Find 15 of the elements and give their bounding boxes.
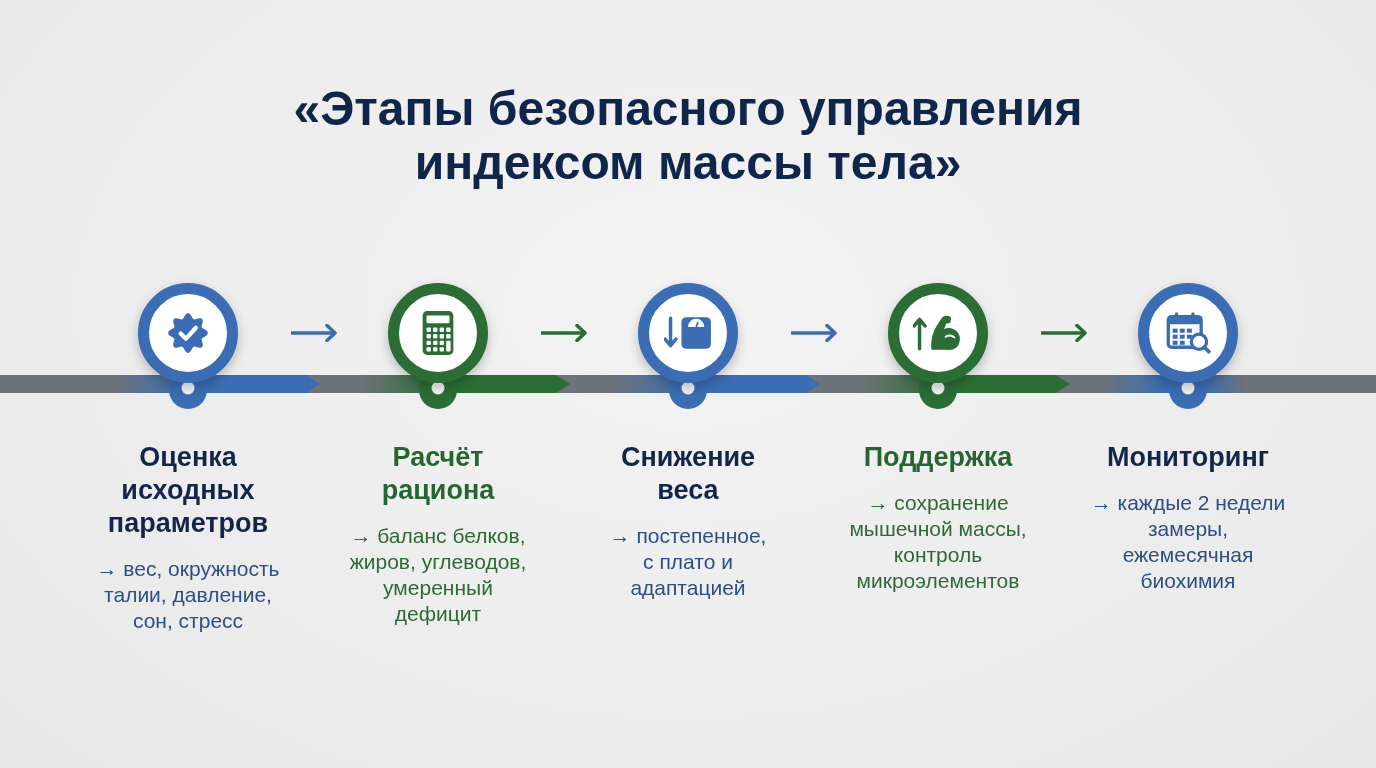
step-description: → каждые 2 недели замеры, ежемесячная биохимия	[1090, 490, 1286, 594]
step-description: → баланс белков, жиров, углеводов, умеренный дефицит	[348, 523, 528, 627]
step-description: → постепенное, с плато и адаптацией	[608, 523, 768, 601]
title: «Этапы безопасного управления индексом массы тела»	[292, 82, 1084, 190]
step-description: → вес, окружность талии, давление, сон, стресс	[95, 556, 281, 634]
arrow	[1041, 323, 1087, 343]
step-heading: Поддержка	[863, 441, 1013, 474]
arrow	[791, 323, 837, 343]
arrow	[541, 323, 587, 343]
step-heading: Расчёт рациона	[381, 441, 495, 507]
arrow	[291, 323, 337, 343]
step-heading: Оценка исходных параметров	[107, 441, 269, 540]
step-heading: Снижение веса	[620, 441, 756, 507]
step-description: → сохранение мышечной массы, контроль микроэлементов	[848, 490, 1028, 594]
step-heading: Мониторинг	[1107, 441, 1269, 474]
